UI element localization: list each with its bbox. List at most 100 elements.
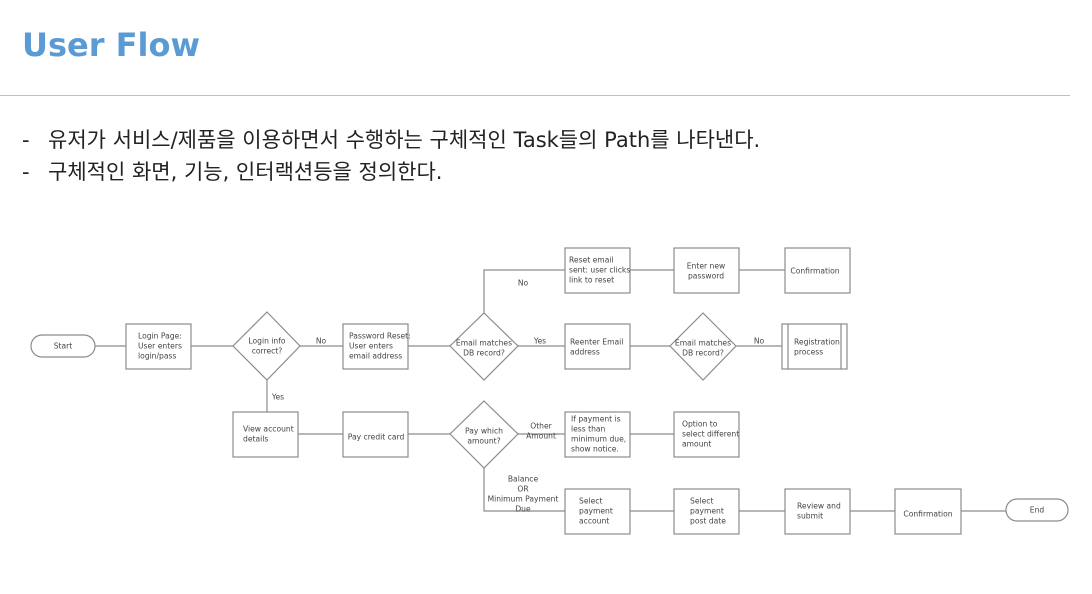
node-label: Start [54, 342, 73, 351]
diagram-text-line: Pay credit card [348, 433, 405, 442]
diagram-text-line: Pay which [465, 427, 503, 436]
diagram-text-line: amount? [467, 437, 500, 446]
diagram-text-line: Option to [682, 420, 718, 429]
diagram-text-line: User enters [349, 342, 393, 351]
node-start: Start [30, 334, 96, 358]
diagram-text-line: Email matches [456, 339, 512, 348]
flow-connectors [95, 269, 1006, 512]
bullet-marker: - [22, 160, 30, 184]
diagram-text-line: password [688, 272, 724, 281]
node-label: Confirmation [790, 267, 839, 276]
diagram-text-line: No [316, 337, 327, 346]
diagram-text-line: User enters [138, 342, 182, 351]
diagram-text-line: Registration [794, 338, 840, 347]
diagram-text-line: details [243, 435, 268, 444]
diagram-text-line: View account [243, 425, 294, 434]
diagram-text-line: Enter new [687, 262, 726, 271]
edge-email1-resetsent [483, 269, 565, 313]
diagram-text-line: less than [571, 425, 606, 434]
diagram-text-line: Reenter Email [570, 338, 623, 347]
bullet-item: - 구체적인 화면, 기능, 인터랙션등을 정의한다. [22, 156, 760, 188]
edge-which-account [483, 468, 565, 512]
edge-label-no-email1: No [518, 279, 529, 288]
diagram-text-line: Yes [271, 393, 284, 402]
diagram-text-line: sent: user clicks [569, 266, 630, 275]
diagram-text-line: DB record? [682, 349, 724, 358]
node-end: End [1005, 498, 1069, 522]
diagram-text-line: Select [579, 497, 602, 506]
node-label: End [1030, 506, 1045, 515]
diagram-text-line: No [754, 337, 765, 346]
diagram-text-line: submit [797, 512, 823, 521]
bullet-text: 구체적인 화면, 기능, 인터랙션등을 정의한다. [48, 160, 443, 184]
edge-label-yes-email1: Yes [533, 337, 546, 346]
node-confirmation-1: Confirmation [784, 247, 851, 294]
diagram-text-line: Password Reset: [349, 332, 411, 341]
diagram-text-line: Due [515, 505, 531, 514]
bullet-text: 유저가 서비스/제품을 이용하면서 수행하는 구체적인 Task들의 Path를… [48, 128, 761, 152]
diagram-text-line: Confirmation [790, 267, 839, 276]
diagram-text-line: Balance [508, 475, 539, 484]
diagram-text-line: Yes [533, 337, 546, 346]
bullet-item: - 유저가 서비스/제품을 이용하면서 수행하는 구체적인 Task들의 Pat… [22, 124, 760, 156]
diagram-text-line: Login info [248, 337, 285, 346]
diagram-text-line: Other [530, 422, 552, 431]
diagram-text-line: OR [517, 485, 529, 494]
diagram-text-line: payment [579, 507, 613, 516]
diagram-text-line: Minimum Payment [488, 495, 559, 504]
node-label: Confirmation [903, 510, 952, 519]
diagram-text-line: show notice. [571, 445, 619, 454]
diagram-text-line: address [570, 348, 600, 357]
edge-label-yes-login: Yes [271, 393, 284, 402]
node-confirmation-2: Confirmation [894, 488, 962, 535]
diagram-text-line: login/pass [138, 352, 176, 361]
diagram-text-line: payment [690, 507, 724, 516]
bullet-marker: - [22, 128, 30, 152]
diagram-text-line: Reset email [569, 256, 614, 265]
diagram-text-line: minimum due, [571, 435, 626, 444]
diagram-text-line: DB record? [463, 349, 505, 358]
diagram-text-line: process [794, 348, 823, 357]
diagram-text-line: select different [682, 430, 739, 439]
diagram-text-line: If payment is [571, 415, 621, 424]
diagram-text-line: link to reset [569, 276, 614, 285]
diagram-text-line: Email matches [675, 339, 731, 348]
diagram-text-line: Login Page: [138, 332, 182, 341]
page-title: User Flow [22, 26, 201, 64]
diagram-text-line: account [579, 517, 609, 526]
node-label: Pay credit card [348, 433, 405, 442]
